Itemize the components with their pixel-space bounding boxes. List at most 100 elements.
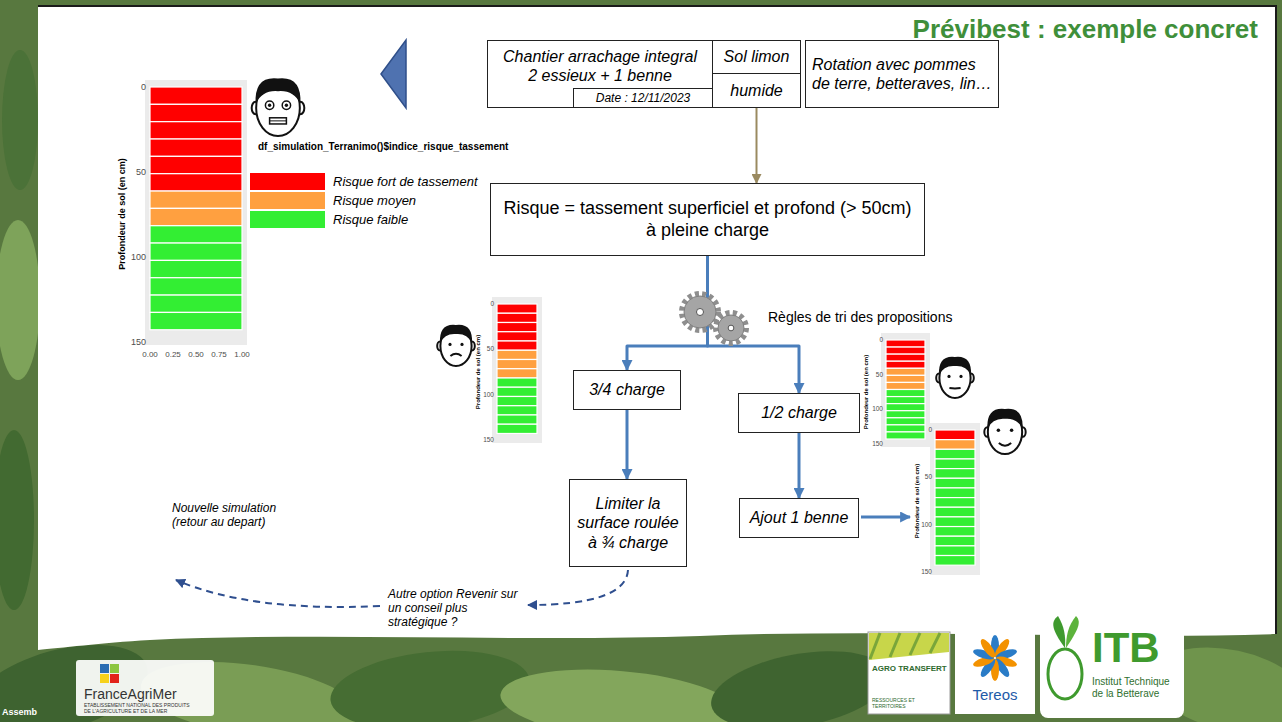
risk-bar-segment (150, 122, 242, 139)
risk-bar-segment (886, 425, 925, 432)
axis-title: Profondeur de sol (en cm) (475, 335, 482, 409)
flow-connector (798, 433, 801, 498)
tick-label: 50 (116, 167, 146, 177)
tick-label: 100 (464, 391, 494, 398)
risk-bar-segment (497, 350, 537, 359)
advice-box: Limiter la surface roulée à ¾ charge (569, 479, 687, 567)
risk-bar-segment (935, 507, 975, 517)
risk-bar-segment (935, 546, 975, 556)
face-eye (265, 101, 273, 109)
risk-bar-segment (497, 341, 537, 350)
risk-bar-segment (935, 430, 975, 440)
risk-bar-segment (935, 488, 975, 498)
risk-bar-segment (935, 449, 975, 459)
face-hair (939, 357, 971, 375)
chart-panel (930, 423, 980, 575)
gear-teeth (716, 313, 746, 343)
face-mouth (949, 387, 960, 389)
gear-teeth (682, 294, 718, 330)
face-hair (987, 409, 1022, 429)
risk-bar-segment (150, 226, 242, 243)
risk-bar-segment (935, 478, 975, 488)
risk-bar-segment (150, 208, 242, 225)
risk-bar-segment (150, 260, 242, 277)
risk-bar-segment (886, 432, 925, 439)
risk-bar-segment (935, 469, 975, 479)
logo-text: AGRO TRANSFERT (872, 664, 947, 673)
logo-text: FranceAgriMer (84, 686, 177, 702)
risk-bar-segment (886, 404, 925, 411)
axis-title: Profondeur de sol (en cm) (117, 158, 127, 270)
box-text: humide (717, 81, 796, 100)
tick-label: 150 (464, 436, 494, 443)
face-eye (282, 101, 290, 109)
gear-body (684, 296, 716, 328)
legend-text: Risque faible (333, 211, 408, 228)
face-icon (252, 78, 305, 136)
condition-box: humide (712, 73, 801, 108)
logo-text: Institut Technique de la Betterave (1092, 676, 1180, 699)
risk-bar-segment (150, 139, 242, 156)
gear-icon (716, 313, 746, 343)
risk-bar-segment (497, 313, 537, 322)
gear-hub (696, 308, 703, 315)
face-eye (959, 375, 962, 378)
tick-label: 0 (464, 300, 494, 307)
tick-label: 0.75 (204, 350, 234, 359)
tick-label: 0 (853, 336, 883, 343)
face-eye (285, 104, 288, 107)
risk-bar-segment (497, 304, 537, 313)
risk-bar-segment (497, 332, 537, 341)
result-arrow (861, 516, 910, 519)
face-eye (1010, 428, 1014, 432)
logo-text: ETABLISSEMENT NATIONAL DES PRODUITS DE L… (84, 703, 194, 715)
dashed-arrow (528, 570, 628, 605)
legend-text: Risque fort de tassement (333, 173, 478, 190)
risk-bar-segment (886, 382, 925, 389)
box-text: 3/4 charge (578, 380, 676, 399)
risk-charts (145, 80, 980, 575)
risk-bar-segment (150, 278, 242, 295)
legend-swatch (250, 211, 325, 228)
risk-bar-segment (886, 347, 925, 354)
risk-bar-segment (886, 390, 925, 397)
tick-label: 0.25 (158, 350, 188, 359)
tick-label: 100 (116, 252, 146, 262)
risk-bar-segment (886, 340, 925, 347)
date-box: Date : 12/11/2023 (573, 88, 713, 108)
risk-box: Risque = tassement superficiel et profon… (490, 183, 925, 256)
face-eye (947, 375, 950, 378)
risk-bar-segment (935, 556, 975, 566)
flow-connector (756, 108, 758, 183)
pointer-triangle (381, 40, 406, 108)
risk-bar-segment (886, 411, 925, 418)
rule-note: Règles de tri des propositions (768, 309, 952, 325)
risk-bar-segment (150, 104, 242, 121)
box-text: Risque = tassement superficiel et profon… (501, 198, 914, 241)
risk-bar-segment (497, 369, 537, 378)
logo-text: Tereos (958, 686, 1032, 703)
advice-box: Ajout 1 benne (739, 498, 859, 538)
farmer-faces (252, 78, 1026, 454)
slide-panel (38, 6, 1276, 650)
risk-bar-segment (150, 191, 242, 208)
tick-label: 50 (902, 473, 932, 480)
loop-note: Nouvelle simulation (retour au depart) (172, 502, 294, 530)
face-mouth (450, 354, 461, 356)
logo-petal (978, 637, 997, 660)
risk-bar-segment (497, 359, 537, 368)
tereos-logo (955, 628, 1035, 714)
risk-bar-segment (150, 312, 242, 329)
risk-bar-segment (497, 396, 537, 405)
dashed-arrow (176, 580, 380, 607)
face-icon (437, 325, 475, 366)
tick-label: 50 (853, 371, 883, 378)
box-text: Rotation avec pommes de terre, betterave… (812, 55, 992, 93)
risk-bar-segment (886, 418, 925, 425)
risk-bar-segment (935, 459, 975, 469)
risk-bar-segment (935, 498, 975, 508)
risk-bar-segment (935, 527, 975, 537)
process-box: Chantier arrachage integral 2 essieux + … (487, 40, 713, 108)
